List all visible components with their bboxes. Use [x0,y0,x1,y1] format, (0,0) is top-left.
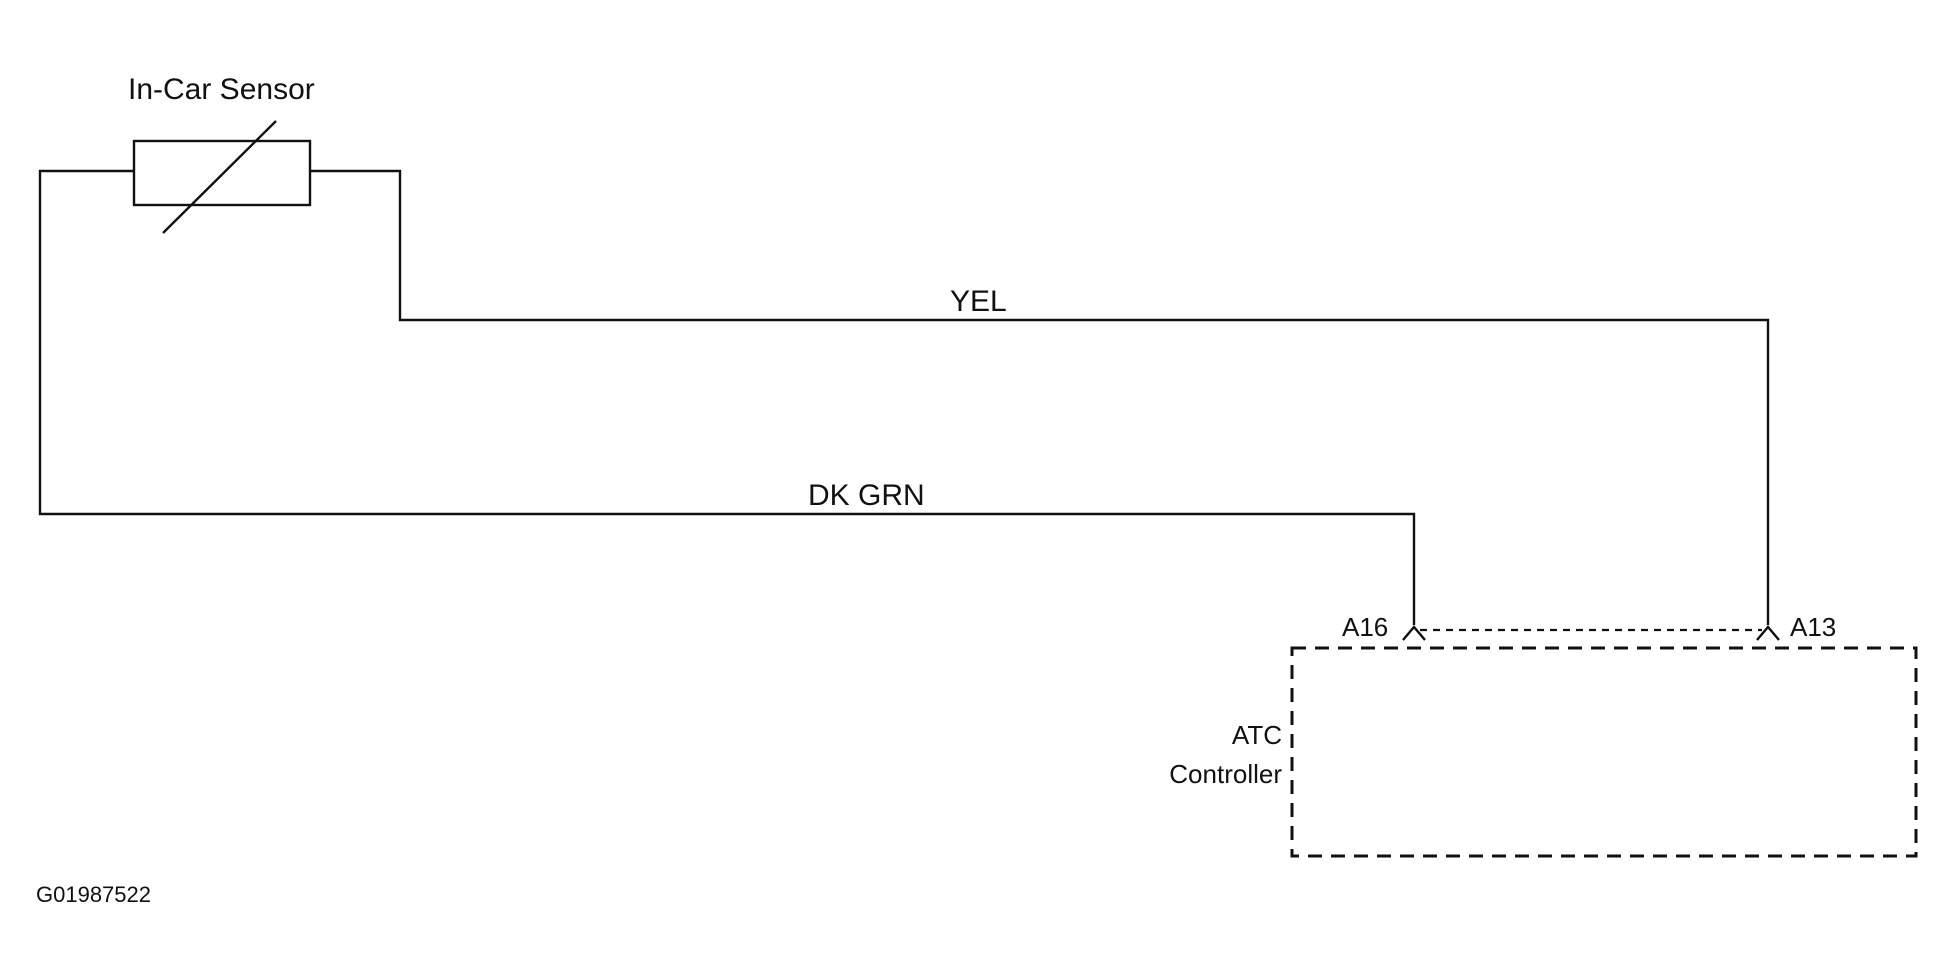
pin-a13-connector-icon [1756,625,1780,641]
figure-id: G01987522 [36,882,151,907]
wire-dk-grn [38,169,1416,625]
sensor-resistor-body [132,139,312,207]
wire-yel-label: YEL [950,285,1007,318]
wire-dk-grn-label: DK GRN [808,479,925,512]
wire-yel [310,169,1770,625]
in-car-sensor: In-Car Sensor [128,73,315,234]
pin-a16-label: A16 [1342,612,1388,642]
pin-a16-connector-icon [1402,625,1426,641]
controller-label-line2: Controller [1169,759,1282,789]
controller-label-line1: ATC [1232,720,1282,750]
atc-controller-box [1290,646,1918,858]
sensor-variable-arrow [162,120,277,234]
sensor-label: In-Car Sensor [128,73,315,106]
pin-a13-label: A13 [1790,612,1836,642]
